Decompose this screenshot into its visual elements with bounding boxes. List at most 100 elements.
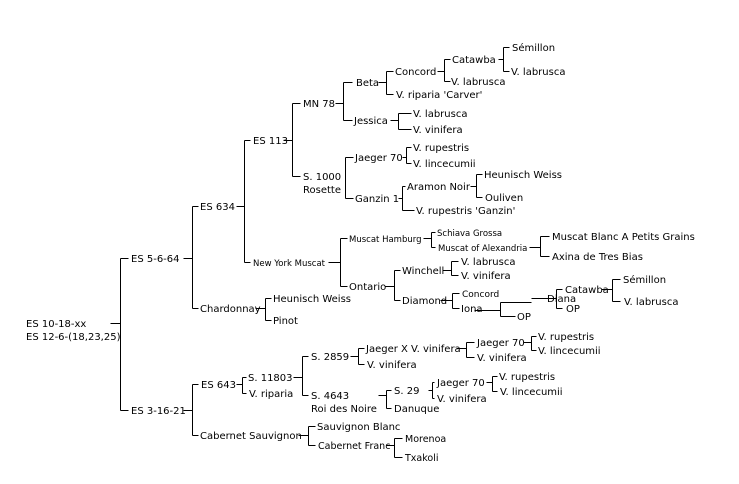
node-vlabrusca2-line-0: V. labrusca xyxy=(511,67,565,78)
node-vriparia-line-0: V. riparia xyxy=(249,389,293,400)
node-schiavagrossa-line-0: Schiava Grossa xyxy=(437,229,502,239)
node-heunisch2: Heunisch Weiss xyxy=(273,294,351,305)
node-beta: Beta xyxy=(356,78,379,89)
node-pinot-line-0: Pinot xyxy=(273,316,298,327)
node-cabsauv: Cabernet Sauvignon xyxy=(200,431,302,442)
node-chardonnay: Chardonnay xyxy=(200,304,261,315)
node-vlabrusca1-line-0: V. labrusca xyxy=(451,77,505,88)
node-es634-line-0: ES 634 xyxy=(200,202,235,213)
node-vlincecumii2-line-0: V. lincecumii xyxy=(538,346,601,357)
node-vvinifera5-line-0: V. vinifera xyxy=(437,394,487,405)
node-jaeger70a-line-0: Jaeger 70 xyxy=(354,153,403,164)
node-es5664-line-0: ES 5-6-64 xyxy=(131,254,180,265)
node-vlincecumii2: V. lincecumii xyxy=(538,346,601,357)
node-vrupestris1: V. rupestris xyxy=(413,143,469,154)
node-vrupestris_ganzin-line-0: V. rupestris 'Ganzin' xyxy=(416,206,515,217)
node-vriparia_carver-line-0: V. riparia 'Carver' xyxy=(396,90,482,101)
node-concord1: Concord xyxy=(395,67,436,78)
node-vriparia: V. riparia xyxy=(249,389,293,400)
node-iona-line-0: Iona xyxy=(461,304,483,315)
node-semillon2-line-0: Sémillon xyxy=(623,274,666,286)
node-jaegerxvv-line-0: Jaeger X V. vinifera xyxy=(365,344,461,355)
node-s1000-line-1: Rosette xyxy=(303,185,341,196)
node-vvinifera2-line-0: V. vinifera xyxy=(461,271,511,282)
node-nymuscat: New York Muscat xyxy=(253,259,326,269)
node-es643: ES 643 xyxy=(201,380,236,391)
node-muscatalexandria-line-0: Muscat of Alexandria xyxy=(438,244,527,254)
node-root-line-0: ES 10-18-xx xyxy=(26,319,86,330)
node-vvinifera1: V. vinifera xyxy=(413,125,463,136)
node-diana-line-0: Diana xyxy=(547,294,576,305)
node-op1: OP xyxy=(517,312,531,323)
node-jessica: Jessica xyxy=(353,116,388,127)
node-s4643-line-1: Roi des Noire xyxy=(311,404,377,415)
node-catawba1: Catawba xyxy=(452,55,496,66)
node-ganzin1-line-0: Ganzin 1 xyxy=(355,194,399,205)
node-cabfranc: Cabernet Franc xyxy=(318,441,390,452)
node-ganzin1: Ganzin 1 xyxy=(355,194,399,205)
node-ontario: Ontario xyxy=(349,282,386,293)
node-jessica-line-0: Jessica xyxy=(353,116,388,127)
node-concord2: Concord xyxy=(462,290,499,300)
node-muscatblanc-line-0: Muscat Blanc A Petits Grains xyxy=(552,232,695,243)
node-vlincecumii1-line-0: V. lincecumii xyxy=(413,159,476,170)
node-semillon2: Sémillon xyxy=(623,274,666,286)
node-es643-line-0: ES 643 xyxy=(201,380,236,391)
node-es113-line-0: ES 113 xyxy=(253,136,288,147)
node-heunisch1-line-0: Heunisch Weiss xyxy=(484,170,562,181)
node-vlabrusca5-line-0: V. labrusca xyxy=(624,297,678,308)
node-vlabrusca5: V. labrusca xyxy=(624,297,678,308)
node-diamond: Diamond xyxy=(402,296,447,307)
node-vrupestris3: V. rupestris xyxy=(499,372,555,383)
node-schiavagrossa: Schiava Grossa xyxy=(437,229,502,239)
node-axina-line-0: Axina de Tres Bias xyxy=(552,252,643,263)
node-vrupestris1-line-0: V. rupestris xyxy=(413,143,469,154)
node-es5664: ES 5-6-64 xyxy=(131,254,180,265)
node-vlabrusca3-line-0: V. labrusca xyxy=(413,109,467,120)
node-vlabrusca4: V. labrusca xyxy=(461,257,515,268)
node-pinot: Pinot xyxy=(273,316,298,327)
node-nymuscat-line-0: New York Muscat xyxy=(253,259,326,269)
node-aramonnoir-line-0: Aramon Noir xyxy=(407,182,471,193)
node-concord2-line-0: Concord xyxy=(462,290,499,300)
node-vlincecumii1: V. lincecumii xyxy=(413,159,476,170)
node-jaeger70c-line-0: Jaeger 70 xyxy=(436,378,485,389)
node-es113: ES 113 xyxy=(253,136,288,147)
node-vrupestris_ganzin: V. rupestris 'Ganzin' xyxy=(416,206,515,217)
node-sauvblanc: Sauvignon Blanc xyxy=(317,422,400,433)
node-vlabrusca3: V. labrusca xyxy=(413,109,467,120)
node-danuque: Danuque xyxy=(394,404,439,415)
node-semillon1-line-0: Sémillon xyxy=(512,42,555,54)
node-jaegerxvv: Jaeger X V. vinifera xyxy=(365,344,461,355)
node-s4643-line-0: S. 4643 xyxy=(311,391,349,402)
node-op2-line-0: OP xyxy=(566,304,580,315)
node-concord1-line-0: Concord xyxy=(395,67,436,78)
node-vvinifera1-line-0: V. vinifera xyxy=(413,125,463,136)
node-morenoa: Morenoa xyxy=(405,434,446,445)
node-winchell: Winchell xyxy=(402,266,444,277)
node-ouliven: Ouliven xyxy=(485,193,523,204)
node-s1000-line-0: S. 1000 xyxy=(303,172,341,183)
node-beta-line-0: Beta xyxy=(356,78,379,89)
node-vvinifera2: V. vinifera xyxy=(461,271,511,282)
node-winchell-line-0: Winchell xyxy=(402,266,444,277)
node-vrupestris3-line-0: V. rupestris xyxy=(499,372,555,383)
node-muscatblanc: Muscat Blanc A Petits Grains xyxy=(552,232,695,243)
node-mn78: MN 78 xyxy=(303,99,335,110)
node-axina: Axina de Tres Bias xyxy=(552,252,643,263)
node-ontario-line-0: Ontario xyxy=(349,282,386,293)
node-vvinifera5: V. vinifera xyxy=(437,394,487,405)
node-es31621: ES 3-16-21 xyxy=(131,406,186,417)
node-iona: Iona xyxy=(461,304,483,315)
node-s11803: S. 11803 xyxy=(248,373,293,384)
node-jaeger70c: Jaeger 70 xyxy=(436,378,485,389)
node-txakoli-line-0: Txakoli xyxy=(404,453,439,464)
node-s2859-line-0: S. 2859 xyxy=(311,352,349,363)
node-heunisch1: Heunisch Weiss xyxy=(484,170,562,181)
node-muscathamburg: Muscat Hamburg xyxy=(349,235,421,245)
node-diamond-line-0: Diamond xyxy=(402,296,447,307)
node-s29: S. 29 xyxy=(394,386,419,397)
